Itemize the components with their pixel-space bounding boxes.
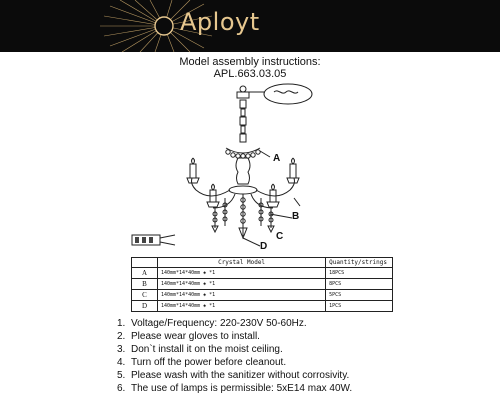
list-item-number: 5. bbox=[117, 370, 126, 381]
row-quantity: 18PCS bbox=[325, 267, 393, 279]
callout-b: B bbox=[292, 211, 300, 222]
row-quantity: 8PCS bbox=[325, 278, 393, 290]
list-item-text: Voltage/Frequency: 220-230V 50-60Hz. bbox=[131, 318, 307, 329]
table-row: D 140mm*14*40mm ◈ *1 1PCS bbox=[131, 300, 393, 312]
row-letter: D bbox=[131, 300, 158, 312]
list-item-text: Please wear gloves to install. bbox=[131, 331, 260, 342]
list-item-number: 2. bbox=[117, 331, 126, 342]
callout-c: C bbox=[276, 231, 284, 242]
callout-a: A bbox=[273, 153, 281, 164]
table-header-letter bbox=[131, 257, 158, 268]
instructions-list: 1. Voltage/Frequency: 220-230V 50-60Hz. 2… bbox=[117, 317, 500, 395]
terminal-block-icon bbox=[131, 234, 176, 246]
row-letter: C bbox=[131, 289, 158, 301]
model-number: APL.663.03.05 bbox=[213, 68, 287, 80]
list-item: 6. The use of lamps is permissible: 5xE14… bbox=[117, 382, 500, 395]
list-item-text: Please wash with the sanitizer without c… bbox=[131, 370, 350, 381]
list-item: 3. Don`t install it on the moist ceiling. bbox=[117, 343, 500, 356]
table-header-model: Crystal Model bbox=[156, 257, 327, 268]
list-item-number: 1. bbox=[117, 318, 126, 329]
row-model: 140mm*14*40mm ◈ *1 bbox=[156, 278, 327, 290]
table-header-row: Crystal Model Quantity/strings bbox=[131, 257, 393, 268]
page-title: Model assembly instructions: bbox=[179, 56, 321, 68]
row-quantity: 5PCS bbox=[325, 289, 393, 301]
row-model: 140mm*14*40mm ◈ *1 bbox=[156, 267, 327, 279]
parts-table: Crystal Model Quantity/strings A 140mm*1… bbox=[131, 257, 393, 312]
brand-logo: Aployt bbox=[180, 8, 260, 36]
table-row: A 140mm*14*40mm ◈ *1 18PCS bbox=[131, 267, 393, 279]
row-quantity: 1PCS bbox=[325, 300, 393, 312]
list-item: 1. Voltage/Frequency: 220-230V 50-60Hz. bbox=[117, 317, 500, 330]
list-item-number: 3. bbox=[117, 344, 126, 355]
list-item-number: 6. bbox=[117, 383, 126, 394]
list-item-text: Turn off the power before cleanout. bbox=[131, 357, 287, 368]
brand-banner: Aployt bbox=[0, 0, 500, 52]
row-model: 140mm*14*40mm ◈ *1 bbox=[156, 289, 327, 301]
callout-d: D bbox=[260, 241, 268, 252]
list-item-text: Don`t install it on the moist ceiling. bbox=[131, 344, 283, 355]
list-item: 5. Please wash with the sanitizer without… bbox=[117, 369, 500, 382]
sunburst-icon bbox=[100, 0, 213, 52]
row-model: 140mm*14*40mm ◈ *1 bbox=[156, 300, 327, 312]
table-header-quantity: Quantity/strings bbox=[325, 257, 393, 268]
list-item: 2. Please wear gloves to install. bbox=[117, 330, 500, 343]
chandelier-diagram bbox=[186, 83, 313, 247]
row-letter: B bbox=[131, 278, 158, 290]
table-row: B 140mm*14*40mm ◈ *1 8PCS bbox=[131, 278, 393, 290]
row-letter: A bbox=[131, 267, 158, 279]
list-item-number: 4. bbox=[117, 357, 126, 368]
table-row: C 140mm*14*40mm ◈ *1 5PCS bbox=[131, 289, 393, 301]
list-item-text: The use of lamps is permissible: 5xE14 m… bbox=[131, 383, 353, 394]
list-item: 4. Turn off the power before cleanout. bbox=[117, 356, 500, 369]
